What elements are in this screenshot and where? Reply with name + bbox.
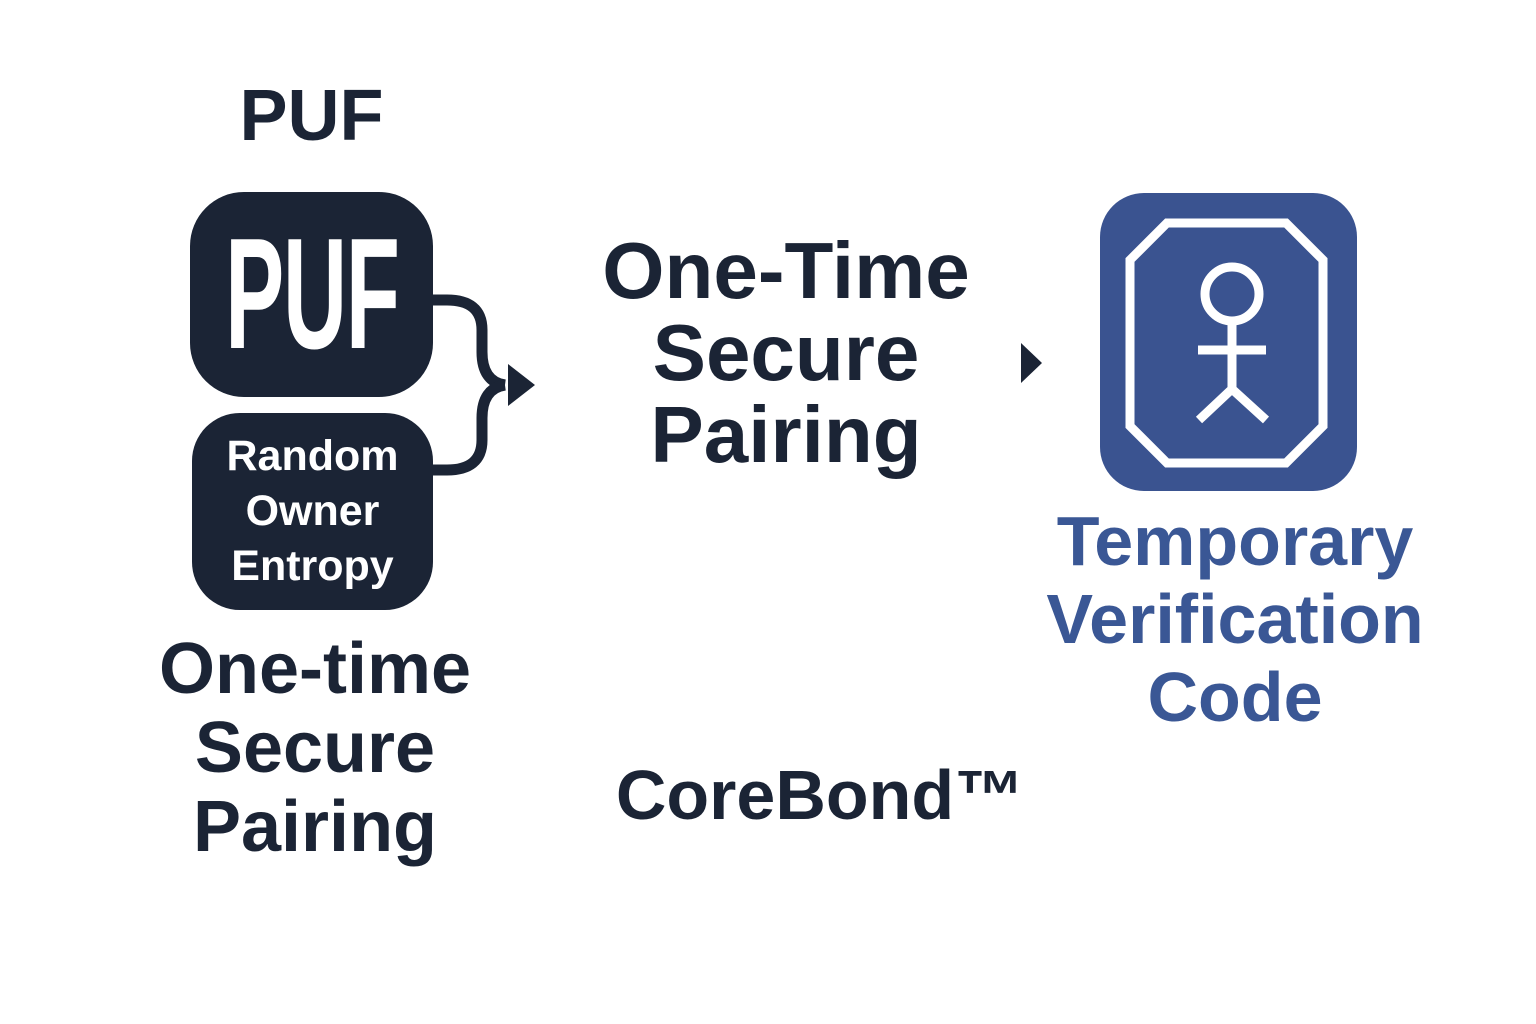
entropy-box-line: Random bbox=[226, 432, 399, 480]
right-caption-line: Verification bbox=[1046, 580, 1424, 658]
puf-title: PUF bbox=[239, 76, 384, 156]
flow-arrow-icon bbox=[1021, 343, 1042, 383]
puf-box: PUF bbox=[190, 192, 433, 397]
left-caption-line: One-time bbox=[158, 629, 472, 709]
center-label-line: Pairing bbox=[650, 390, 922, 479]
entropy-box-line: Owner bbox=[245, 487, 380, 535]
center-label-line: One-Time bbox=[602, 226, 970, 315]
brand-name: CoreBond™ bbox=[540, 757, 1100, 833]
center-label-line: Secure bbox=[652, 308, 920, 397]
entropy-box-line: Entropy bbox=[231, 542, 394, 590]
puf-box-label: PUF bbox=[224, 206, 400, 382]
left-caption-line: Secure bbox=[194, 708, 436, 788]
person-badge-icon bbox=[1100, 193, 1357, 491]
brand-text: CoreBond bbox=[615, 756, 955, 834]
right-caption-line: Temporary bbox=[1056, 502, 1414, 580]
merge-arrow-icon bbox=[429, 294, 535, 476]
left-caption: One-time Secure Pairing bbox=[100, 630, 530, 867]
right-caption: Temporary Verification Code bbox=[1005, 502, 1465, 736]
random-owner-entropy-box: Random Owner Entropy bbox=[192, 413, 433, 610]
right-caption-line: Code bbox=[1147, 658, 1323, 736]
trademark-symbol: ™ bbox=[954, 756, 1025, 834]
left-caption-line: Pairing bbox=[192, 787, 438, 867]
center-label: One-Time Secure Pairing bbox=[566, 230, 1006, 476]
